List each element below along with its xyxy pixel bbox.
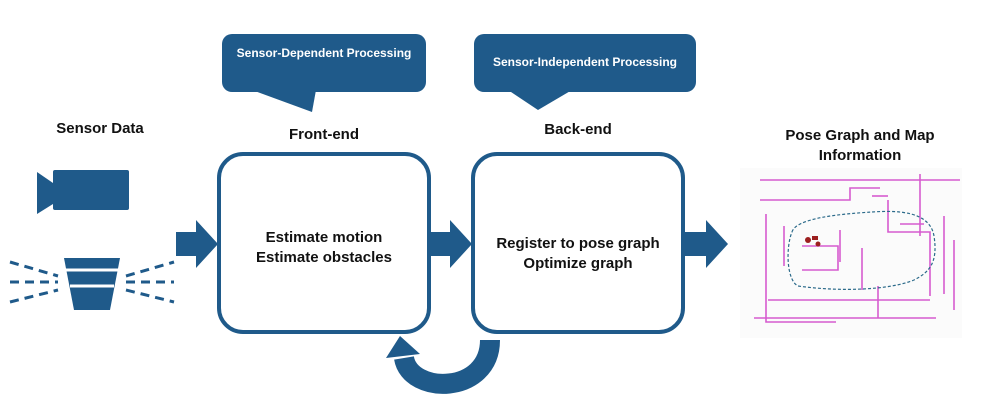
back-end-line-2: Optimize graph [523,255,633,272]
arrow-frontend-to-backend [428,220,472,268]
callout-sensor-dependent [222,34,426,112]
lidar-sensor-icon [9,258,175,310]
callout-sensor-dependent-text: Sensor-Dependent Processing [236,46,412,60]
front-end-line-1: Estimate motion [265,229,383,246]
pose-graph-map-image [740,168,962,338]
video-camera-icon [37,170,129,214]
back-end-label: Back-end [544,121,612,138]
sensor-data-label: Sensor Data [56,120,144,137]
pose-graph-label: Pose Graph and Map Information [785,127,935,164]
front-end-line-2: Estimate obstacles [256,249,392,266]
feedback-loop-arrow [386,336,500,394]
callout-sensor-independent-text: Sensor-Independent Processing [492,55,678,69]
arrow-sensor-to-frontend [176,220,218,268]
callout-sensor-independent [474,34,696,110]
back-end-line-1: Register to pose graph [496,235,660,252]
back-end-box-text: Register to pose graph Optimize graph [475,234,681,274]
front-end-box-text: Estimate motion Estimate obstacles [221,228,427,268]
arrow-backend-to-map [684,220,728,268]
back-end-box [471,152,685,334]
front-end-label: Front-end [289,126,359,143]
front-end-box [217,152,431,334]
